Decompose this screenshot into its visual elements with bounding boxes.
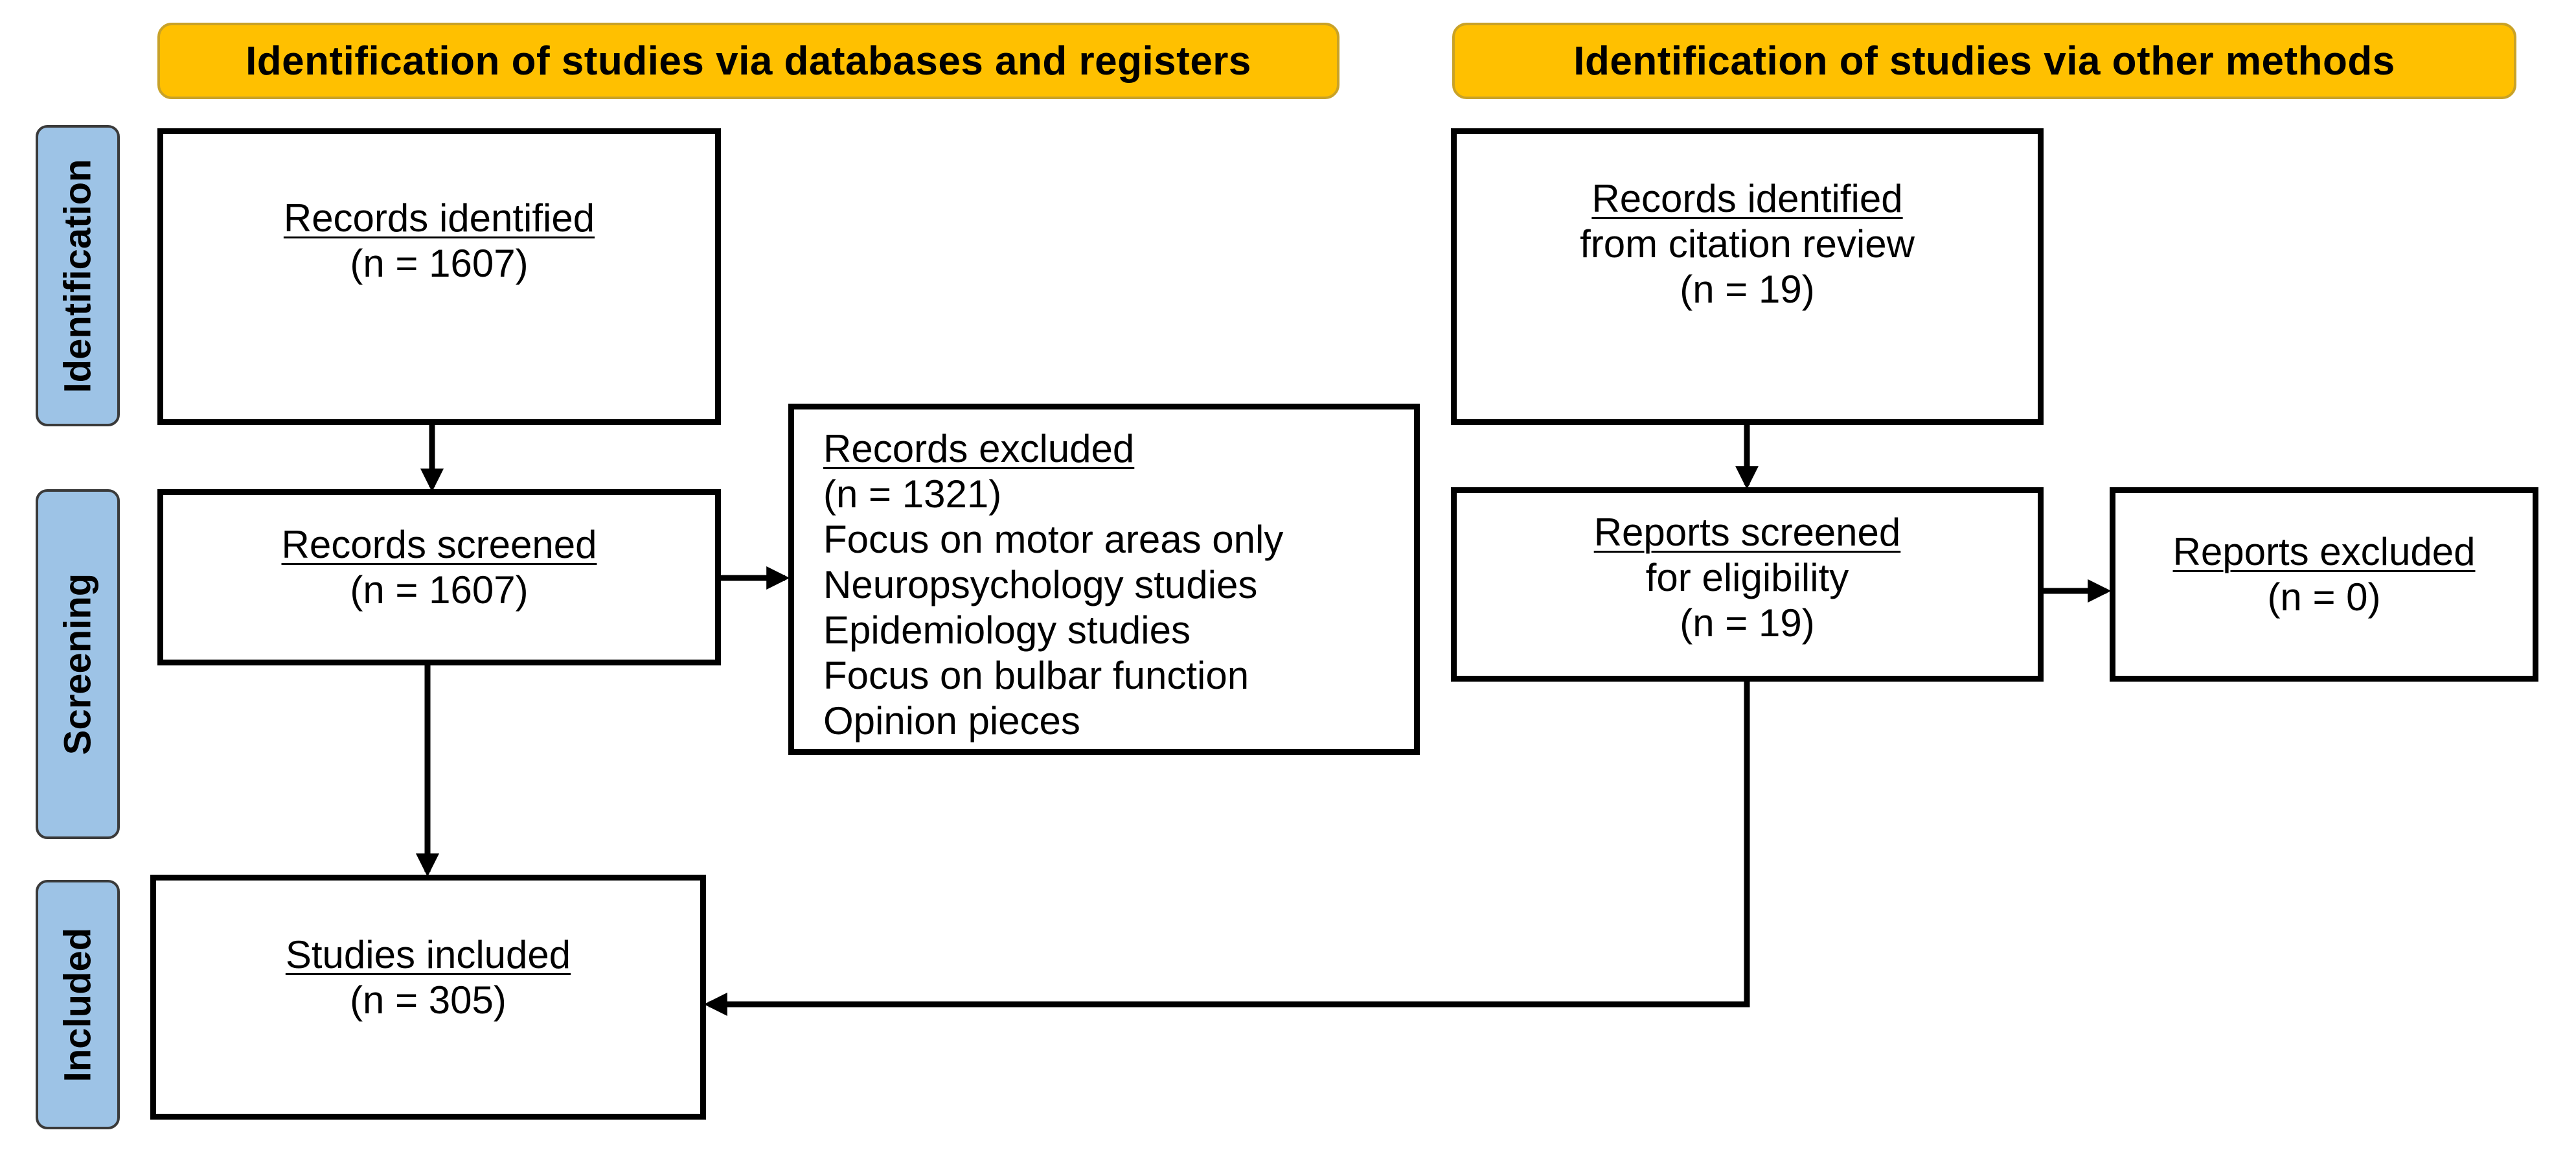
header-databases-registers: Identification of studies via databases … [157,23,1339,99]
reports-excluded-title: Reports excluded [2172,530,2476,573]
records-identified-box: Records identified (n = 1607) [157,128,721,425]
header-databases-label: Identification of studies via databases … [245,38,1251,84]
reports-screened-subtitle: for eligibility [1645,556,1849,599]
reports-screened-count: (n = 19) [1680,601,1815,645]
citation-records-subtitle: from citation review [1580,222,1915,266]
records-excluded-box: Records excluded (n = 1321) Focus on mot… [788,404,1420,755]
exclusion-reason: Opinion pieces [823,699,1080,743]
exclusion-reason: Focus on motor areas only [823,518,1284,561]
records-identified-count: (n = 1607) [350,242,529,285]
citation-records-title: Records identified [1591,177,1903,220]
citation-records-count: (n = 19) [1680,268,1815,311]
records-excluded-title: Records excluded [823,427,1135,470]
stage-screening: Screening [36,489,120,839]
stage-included: Included [36,880,120,1129]
reports-screened-box: Reports screened for eligibility (n = 19… [1451,487,2044,682]
reports-excluded-box: Reports excluded (n = 0) [2110,487,2538,682]
records-screened-box: Records screened (n = 1607) [157,489,721,665]
studies-included-title: Studies included [285,933,571,976]
header-other-label: Identification of studies via other meth… [1573,38,2395,84]
exclusion-reason: Epidemiology studies [823,608,1191,652]
studies-included-box: Studies included (n = 305) [150,875,706,1120]
exclusion-reason: Neuropsychology studies [823,563,1258,606]
records-identified-title: Records identified [283,196,595,240]
arrow-reports-to-included [703,682,1750,1016]
citation-records-box: Records identified from citation review … [1451,128,2044,425]
header-other-methods: Identification of studies via other meth… [1452,23,2516,99]
reports-excluded-count: (n = 0) [2267,575,2381,619]
stage-identification: Identification [36,125,120,426]
records-excluded-count: (n = 1321) [823,472,1002,516]
studies-included-count: (n = 305) [350,978,507,1022]
records-screened-count: (n = 1607) [350,568,529,612]
exclusion-reason: Focus on bulbar function [823,654,1249,697]
records-screened-title: Records screened [281,523,597,566]
reports-screened-title: Reports screened [1593,511,1901,554]
